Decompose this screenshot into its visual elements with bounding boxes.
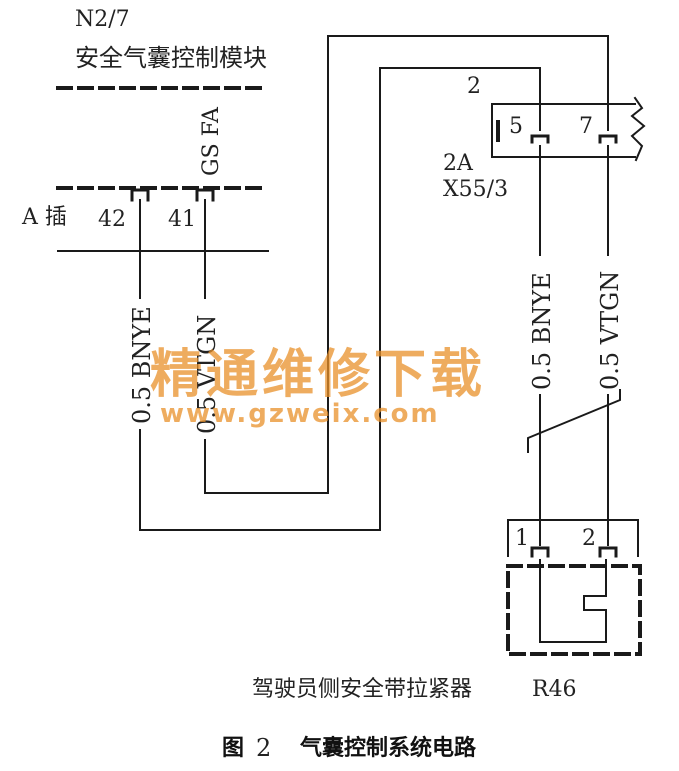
- pin-1-label: 1: [515, 526, 529, 551]
- connector-x55-group-label: 2: [467, 74, 481, 99]
- connector-x55-break: [630, 96, 646, 162]
- watermark-url: www.gzweix.com: [160, 399, 440, 429]
- pin-42-symbol: [130, 188, 150, 202]
- module-name: 安全气囊控制模块: [75, 44, 267, 72]
- pin-5-label: 5: [509, 114, 523, 139]
- wire-label-right-vtgn: 0.5 VTGN: [596, 271, 624, 390]
- wire-vtgn-left: [204, 35, 609, 494]
- caption-title: 气囊控制系统电路: [299, 735, 477, 761]
- tensioner-boundary: [506, 564, 642, 656]
- tensioner-code: R46: [532, 677, 577, 702]
- pin-41-symbol: [195, 188, 215, 202]
- wire-label-left-bnye: 0.5 BNYE: [128, 306, 156, 424]
- pin-2-symbol: [598, 546, 618, 558]
- tensioner-connector-housing: [507, 519, 639, 557]
- caption-number: 2: [256, 734, 271, 762]
- tensioner-squib: [539, 559, 607, 643]
- pin-1-symbol: [530, 546, 550, 558]
- pin-5-symbol: [530, 134, 550, 144]
- tensioner-name: 驾驶员侧安全带拉紧器: [252, 677, 472, 702]
- pin-2-label: 2: [582, 526, 596, 551]
- pin-7-label: 7: [579, 114, 593, 139]
- connector-x55-housing: [491, 103, 636, 158]
- pin-41-label: 41: [168, 207, 196, 232]
- watermark-cn: 精通维修下载: [150, 345, 486, 405]
- pin-42-label: 42: [98, 207, 126, 232]
- ground-label: GS FA: [199, 106, 224, 176]
- pin-7-symbol: [598, 134, 618, 144]
- wire-label-right-bnye: 0.5 BNYE: [528, 272, 556, 390]
- caption-prefix: 图: [222, 736, 244, 761]
- connector-x55-label-2a: 2A: [443, 151, 474, 176]
- connector-a-label: A 插: [21, 205, 67, 230]
- module-code: N2/7: [75, 7, 130, 32]
- wire-cut-mark: [527, 389, 621, 453]
- wire-label-left-vtgn: 0.5 VTGN: [193, 315, 221, 434]
- wire-bnye-left: [139, 67, 541, 531]
- connector-x55-label-code: X55/3: [443, 177, 508, 202]
